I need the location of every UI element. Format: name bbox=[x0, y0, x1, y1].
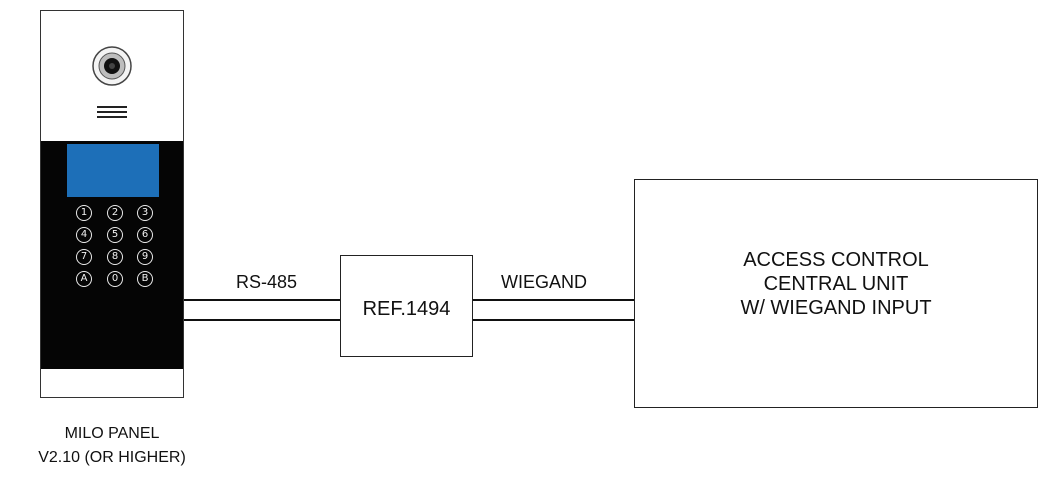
key-7: 7 bbox=[76, 249, 92, 265]
converter-label: REF.1494 bbox=[362, 298, 451, 320]
key-0: 0 bbox=[107, 271, 123, 287]
rs485-label: RS-485 bbox=[236, 272, 298, 292]
access-unit-line2: CENTRAL UNIT bbox=[763, 273, 909, 295]
key-9: 9 bbox=[137, 249, 153, 265]
access-unit-line3: W/ WIEGAND INPUT bbox=[740, 297, 932, 319]
key-1: 1 bbox=[76, 205, 92, 221]
milo-panel: 1 2 3 4 5 6 7 8 9 A 0 B bbox=[40, 10, 184, 398]
panel-caption-model: MILO PANEL bbox=[64, 425, 160, 442]
speaker-grille-icon bbox=[97, 106, 127, 118]
access-control-unit-box: ACCESS CONTROL CENTRAL UNIT W/ WIEGAND I… bbox=[634, 179, 1038, 408]
key-3: 3 bbox=[137, 205, 153, 221]
wiegand-label: WIEGAND bbox=[501, 272, 588, 292]
converter-box: REF.1494 bbox=[340, 255, 473, 357]
key-6: 6 bbox=[137, 227, 153, 243]
key-b: B bbox=[137, 271, 153, 287]
key-8: 8 bbox=[107, 249, 123, 265]
key-2: 2 bbox=[107, 205, 123, 221]
key-a: A bbox=[76, 271, 92, 287]
camera-icon bbox=[92, 46, 132, 86]
panel-display bbox=[67, 144, 159, 197]
access-unit-line1: ACCESS CONTROL bbox=[743, 249, 929, 271]
panel-caption-version: V2.10 (OR HIGHER) bbox=[38, 449, 186, 466]
rs485-wire-a bbox=[184, 299, 340, 301]
key-5: 5 bbox=[107, 227, 123, 243]
wiegand-wire-b bbox=[473, 319, 635, 321]
rs485-wire-b bbox=[184, 319, 340, 321]
panel-top-section bbox=[41, 11, 183, 141]
key-4: 4 bbox=[76, 227, 92, 243]
wiegand-wire-a bbox=[473, 299, 635, 301]
panel-front-black: 1 2 3 4 5 6 7 8 9 A 0 B bbox=[41, 141, 183, 369]
panel-bottom-section bbox=[41, 369, 183, 397]
